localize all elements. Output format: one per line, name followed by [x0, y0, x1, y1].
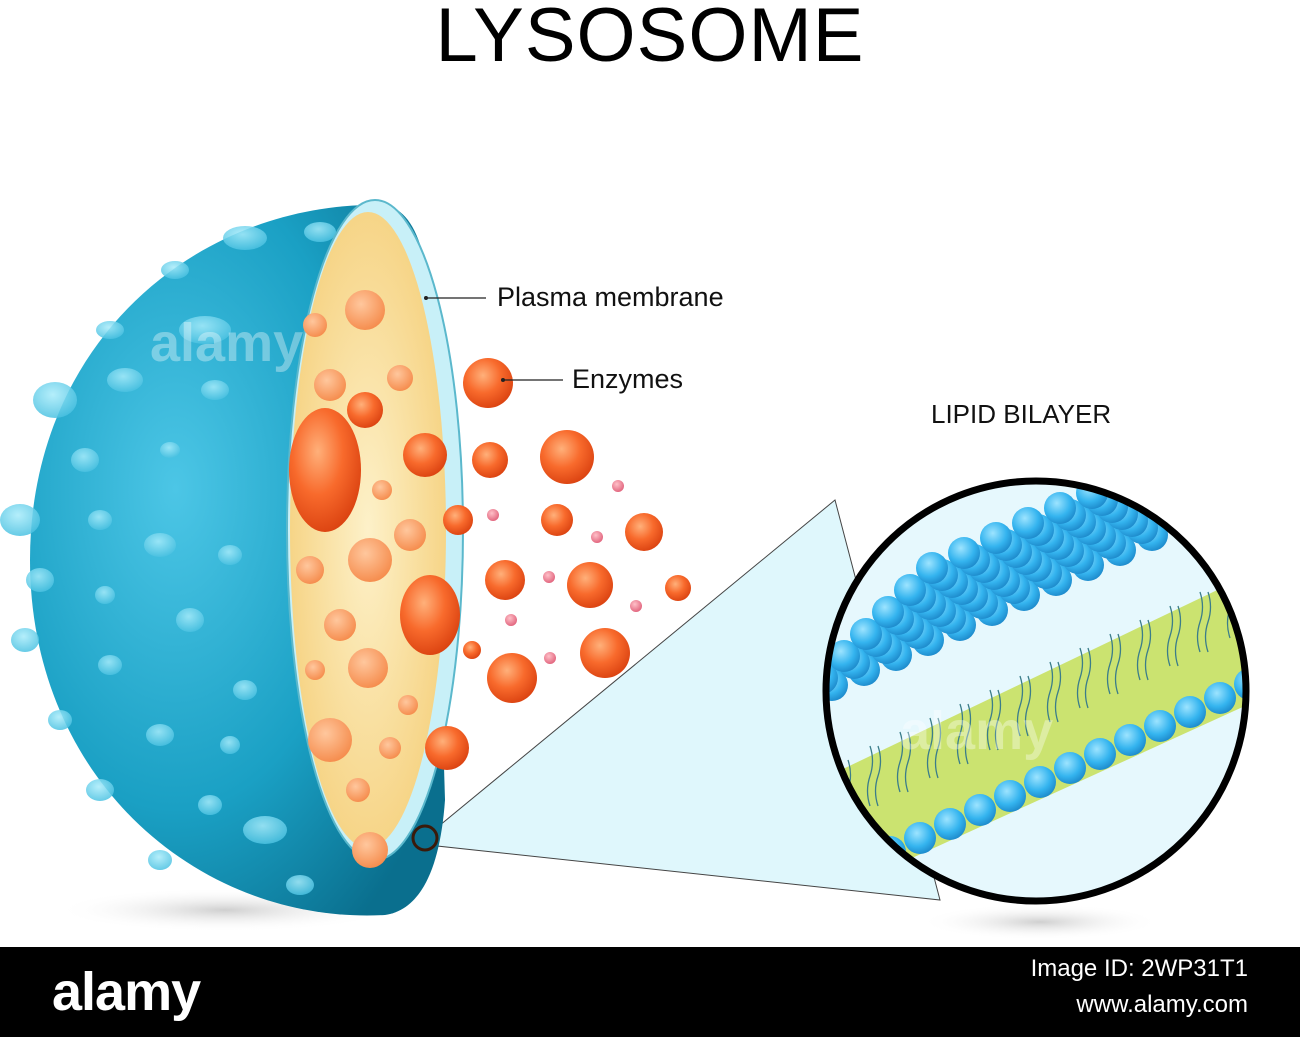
phospholipid-head [994, 780, 1026, 812]
phospholipid-head [1224, 431, 1256, 463]
label-lipid-bilayer: LIPID BILAYER [931, 399, 1111, 430]
phospholipid-head [934, 808, 966, 840]
phospholipid-head [1192, 446, 1224, 478]
phospholipid-head [1114, 724, 1146, 756]
diagram-title: LYSOSOME [0, 0, 1300, 79]
site-url[interactable]: www.alamy.com [1076, 991, 1248, 1019]
lipid-tail [1258, 564, 1263, 624]
phospholipid-head [948, 537, 980, 569]
phospholipid-head [1108, 462, 1140, 494]
phospholipid-head [1160, 461, 1192, 493]
stock-footer-bar: alamy Image ID: 2WP31T1 www.alamy.com [0, 947, 1300, 1037]
phospholipid-head [1182, 439, 1214, 471]
phospholipid-head [1012, 507, 1044, 539]
phospholipid-head [1174, 696, 1206, 728]
alamy-logo: alamy [52, 961, 200, 1023]
label-plasma-membrane: Plasma membrane [497, 282, 724, 313]
phospholipid-head [1180, 475, 1212, 507]
lipid-tail [1266, 564, 1271, 624]
phospholipid-head [1172, 432, 1204, 464]
phospholipid-head [904, 822, 936, 854]
phospholipid-head [980, 522, 1012, 554]
image-id: Image ID: 2WP31T1 [1031, 955, 1248, 983]
phospholipid-head [1236, 402, 1268, 434]
phospholipid-head [1234, 438, 1266, 470]
phospholipid-head [1204, 417, 1236, 449]
phospholipid-head [1190, 482, 1222, 514]
lipid-tail [1296, 550, 1300, 610]
lipid-tail [1288, 550, 1293, 610]
phospholipid-head [1044, 492, 1076, 524]
phospholipid-head [1200, 489, 1232, 521]
phospholipid-head [1232, 474, 1264, 506]
phospholipid-head [1084, 738, 1116, 770]
phospholipid-head [916, 552, 948, 584]
phospholipid-head [964, 794, 996, 826]
phospholipid-head [1234, 668, 1266, 700]
zoom-shadow [920, 904, 1160, 940]
phospholipid-head [1244, 445, 1276, 477]
phospholipid-head [1254, 452, 1286, 484]
phospholipid-head [1204, 682, 1236, 714]
phospholipid-head [1054, 752, 1086, 784]
watermark: alamy [150, 312, 303, 374]
phospholipid-head [1170, 468, 1202, 500]
phospholipid-head [1222, 467, 1254, 499]
label-enzymes: Enzymes [572, 364, 683, 395]
phospholipid-head [1246, 409, 1278, 441]
phospholipid-head [1264, 654, 1296, 686]
phospholipid-head [1140, 447, 1172, 479]
phospholipid-head [1024, 766, 1056, 798]
phospholipid-head [1202, 453, 1234, 485]
phospholipid-head [1144, 710, 1176, 742]
phospholipid-head [1214, 424, 1246, 456]
watermark-2: alamy [900, 700, 1053, 762]
phospholipid-head [1212, 460, 1244, 492]
phospholipid-head [1150, 454, 1182, 486]
